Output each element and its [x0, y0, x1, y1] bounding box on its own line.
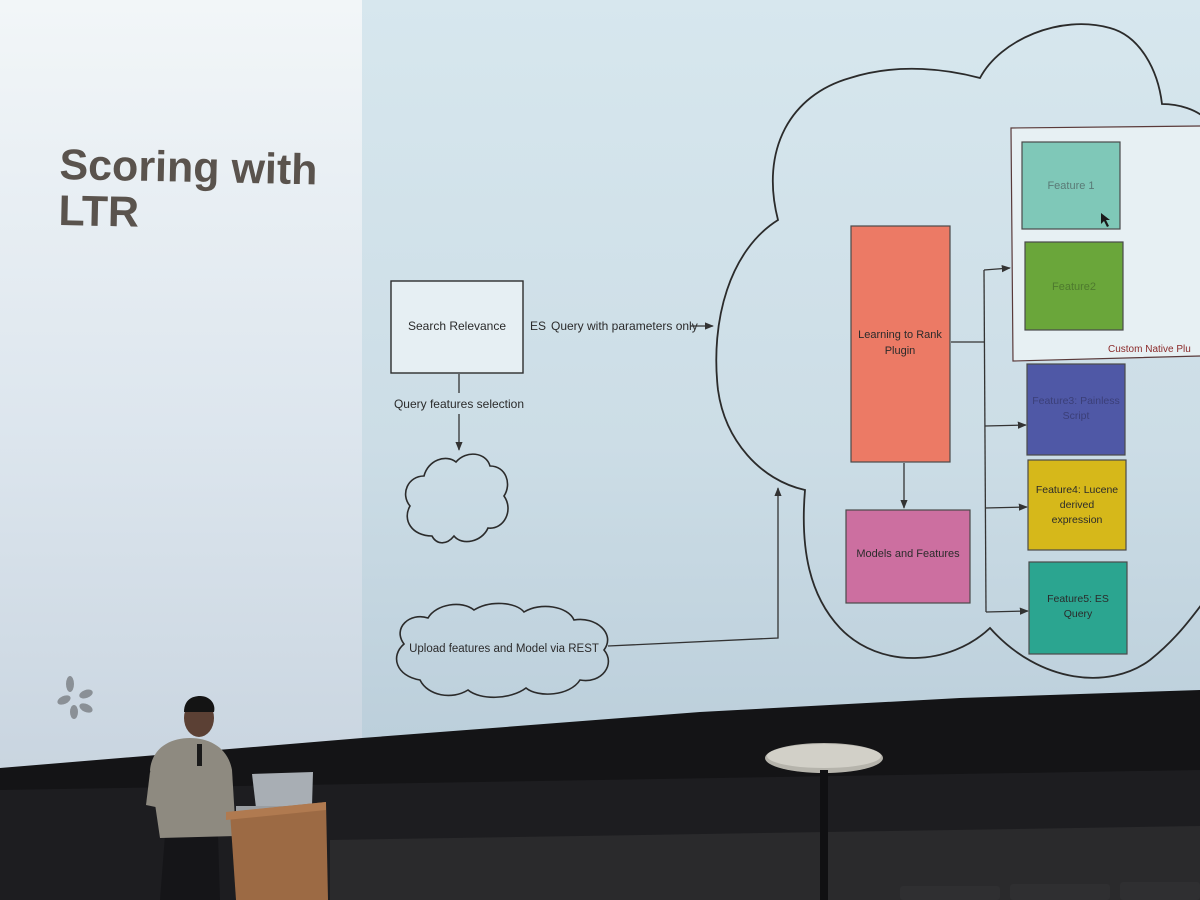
feature3-box — [1026, 363, 1126, 456]
feature5-label-line2: Query — [1064, 608, 1093, 620]
search-relevance-box — [390, 280, 524, 374]
slide-title-line1: Scoring with — [59, 141, 318, 195]
feature4-label-line1: Feature4: Lucene — [1036, 484, 1118, 496]
models-and-features-label: Models and Features — [856, 548, 960, 560]
cursor-icon — [1101, 213, 1110, 227]
feature3-label-line1: Feature3: Painless — [1032, 395, 1120, 407]
feature2-label: Feature2 — [1052, 281, 1096, 293]
feature1-label: Feature 1 — [1047, 180, 1094, 192]
feature5-label-line1: Feature5: ES — [1047, 593, 1109, 605]
screen-left-panel — [0, 0, 362, 768]
arrow-to-feature3 — [984, 421, 1027, 429]
podium — [226, 772, 328, 900]
query-features-selection-label: Query features selection — [394, 397, 524, 411]
feature1-box — [1021, 141, 1121, 230]
theater-seats — [900, 882, 1200, 900]
feature4-box — [1027, 459, 1127, 551]
slide-title-line2: LTR — [58, 186, 140, 237]
small-cloud — [404, 453, 509, 544]
feature5-box — [1028, 561, 1128, 655]
screen-right-panel — [362, 0, 1200, 738]
ltr-plugin-box — [850, 225, 951, 463]
models-and-features-box — [845, 509, 971, 604]
big-cloud — [715, 23, 1200, 679]
connector-trunk — [983, 269, 987, 613]
ltr-plugin-label-line2: Plugin — [885, 345, 916, 357]
ltr-plugin-label-line1: Learning to Rank — [858, 329, 942, 341]
es-label: ES — [530, 319, 546, 333]
feature2-box — [1024, 241, 1124, 331]
arrow-to-custom-plugin — [983, 264, 1011, 273]
upload-arrow — [607, 487, 782, 647]
custom-native-plugin-label: Custom Native Plu — [1108, 344, 1191, 355]
cocktail-table — [765, 743, 883, 900]
search-relevance-label: Search Relevance — [408, 319, 506, 333]
yelp-burst-icon — [57, 676, 93, 719]
upload-cloud — [395, 602, 610, 699]
upload-features-label: Upload features and Model via REST — [409, 643, 599, 655]
arrow-to-feature5 — [985, 607, 1029, 615]
arrow-to-feature4 — [984, 503, 1028, 511]
feature3-label-line2: Script — [1063, 410, 1090, 422]
speaker — [146, 696, 236, 900]
query-params-label: Query with parameters only — [551, 319, 698, 333]
feature4-label-line2: derived — [1060, 499, 1095, 511]
slide-title: Scoring with LTR — [58, 141, 318, 239]
feature4-label-line3: expression — [1052, 514, 1103, 526]
